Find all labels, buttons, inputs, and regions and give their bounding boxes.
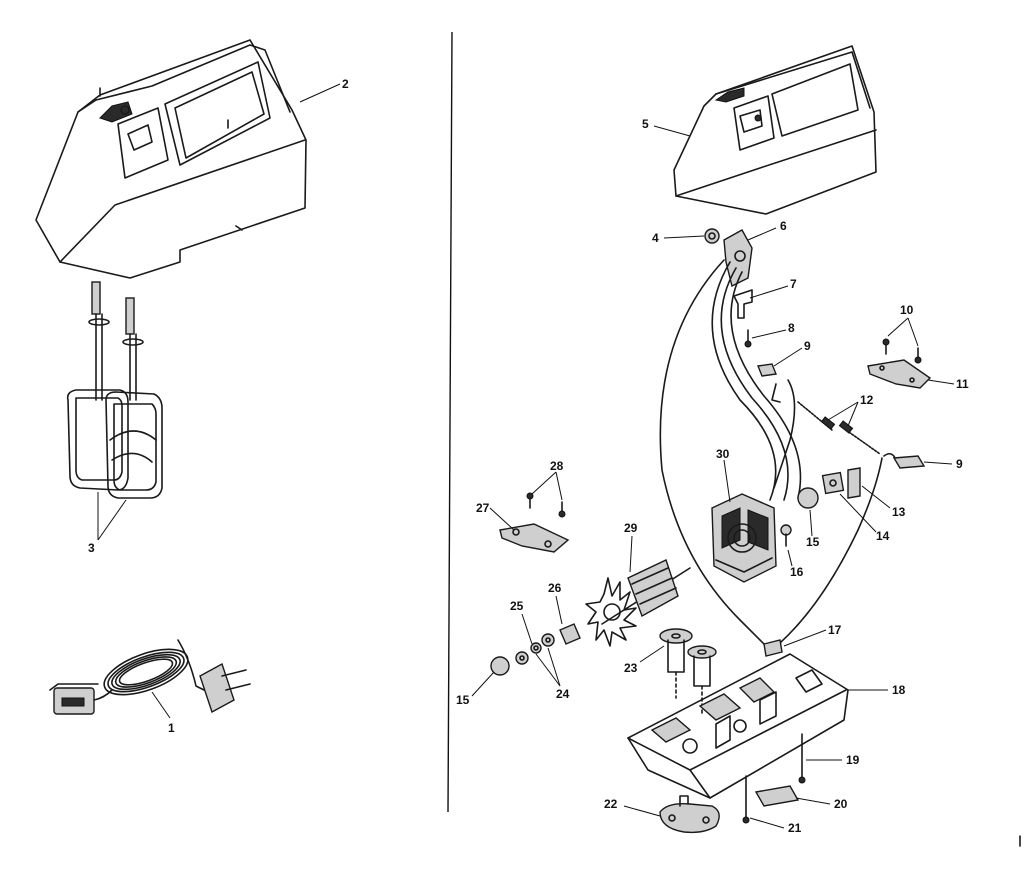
callout-labels: 1 2 3 4 5 6 7 8 9 9 10 11 12 13 14 15 15… [88,77,969,835]
callout-26: 26 [548,581,562,595]
motor-field [711,493,777,583]
callout-22: 22 [604,797,618,811]
panel-divider [447,31,453,813]
callout-17: 17 [828,623,842,637]
bearing-15-left [490,656,510,676]
screws-10 [882,338,922,364]
callout-15-right: 15 [806,535,820,549]
washers-24-25 [515,633,555,665]
power-cord [49,639,251,715]
callout-29: 29 [624,521,638,535]
callout-6: 6 [780,219,787,233]
brush-springs [771,383,897,461]
label-plate-20 [754,785,800,807]
callout-7: 7 [790,277,797,291]
callout-1: 1 [168,721,175,735]
bearing-15-right [797,487,819,509]
callout-5: 5 [642,117,649,131]
callout-16: 16 [790,565,804,579]
callout-9-right: 9 [956,457,963,471]
screw-16 [780,524,792,547]
callout-25: 25 [510,599,524,613]
callout-28: 28 [550,459,564,473]
callout-15-left: 15 [456,693,470,707]
callout-4: 4 [652,231,659,245]
callout-13: 13 [892,505,906,519]
housing-top [673,45,877,215]
gears [659,628,717,715]
screw-21 [742,775,750,824]
callout-18: 18 [892,683,906,697]
screw-19 [798,733,806,784]
small-washer [704,228,720,244]
callout-19: 19 [846,753,860,767]
switch-bracket [723,229,753,288]
screws-28 [526,492,566,518]
cord-clip-17 [763,639,783,657]
callout-3: 3 [88,541,95,555]
callout-12: 12 [860,393,874,407]
base-housing [627,653,849,799]
callout-27: 27 [476,501,490,515]
callout-8: 8 [788,321,795,335]
callout-2: 2 [342,77,349,91]
foot-plate-22 [659,795,720,834]
callout-11: 11 [956,377,969,391]
terminal-9-right [892,455,926,469]
bracket-11 [867,359,932,389]
screw-8 [744,329,752,348]
callout-20: 20 [834,797,848,811]
leader-lines [97,83,955,829]
callout-24: 24 [556,687,570,701]
bearing-plate-14 [821,471,845,495]
sleeve-26 [559,623,581,645]
callout-21: 21 [788,821,802,835]
armature [585,559,691,647]
mixer-housing-assembled [35,39,307,279]
clip [733,289,753,319]
callout-9-left: 9 [804,339,811,353]
terminal-9-left [757,363,777,377]
brush-holder-13 [847,467,861,499]
bracket-27 [499,523,570,553]
callout-14: 14 [876,529,890,543]
callout-10: 10 [900,303,914,317]
wire-harness [711,261,777,501]
beaters [66,281,163,499]
callout-30: 30 [716,447,730,461]
callout-23: 23 [624,661,638,675]
